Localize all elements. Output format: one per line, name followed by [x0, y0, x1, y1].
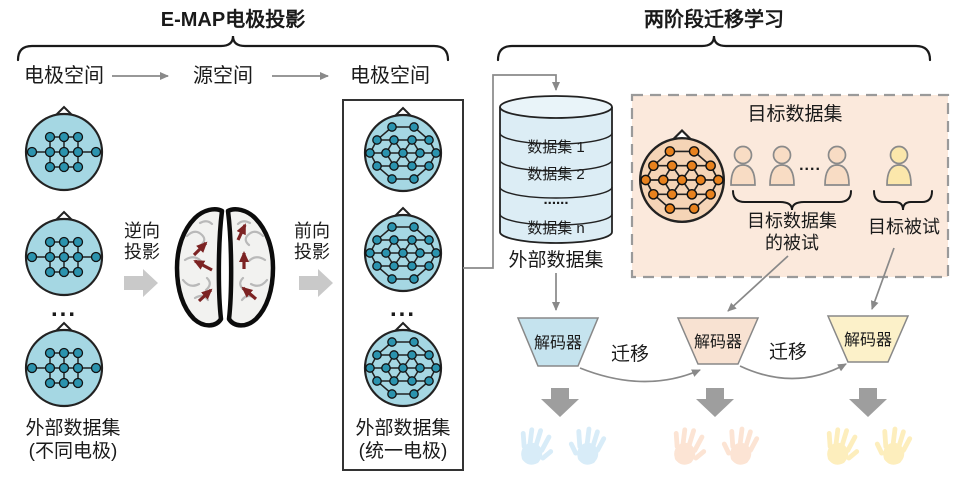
- box-to-database-connector: [463, 74, 560, 269]
- forward-projection-label-line2: 投影: [294, 242, 330, 262]
- transfer-label-2: 迁移: [769, 341, 807, 363]
- subjects-ellipsis: ....: [799, 157, 821, 174]
- forward-projection-label-line1: 前向: [294, 221, 330, 241]
- transfer-brace: [496, 35, 932, 62]
- decoder-target-label: 解码器: [844, 331, 892, 349]
- unified-dataset-label-line1: 外部数据集: [355, 417, 450, 439]
- external-database-label: 外部数据集: [508, 249, 603, 271]
- brain-left-hemisphere: [174, 207, 225, 328]
- decoder-source: [516, 317, 600, 367]
- output-arrow-icon: [541, 388, 579, 417]
- transfer-arrow-1: [579, 367, 701, 383]
- database-row-ellipsis: ......: [543, 191, 568, 208]
- electrode-space-left-label: 电极空间: [24, 64, 104, 87]
- inverse-projection-label-line1: 逆向: [124, 221, 160, 241]
- decoder-mid-label: 解码器: [694, 333, 742, 351]
- output-arrow-icon: [849, 388, 887, 417]
- brain-icon: [174, 207, 276, 328]
- decoder-mid: [676, 317, 760, 365]
- subjects-label-line1: 目标数据集: [747, 211, 837, 231]
- electrode-space-right-label: 电极空间: [350, 64, 430, 87]
- target-subject-to-decoder-arrow: [870, 247, 895, 310]
- target-subject-label: 目标被试: [868, 217, 940, 237]
- subjects-label-line2: 的被试: [765, 233, 819, 253]
- box-column-ellipsis: ...: [390, 295, 416, 322]
- source-space-label: 源空间: [193, 64, 253, 87]
- external-dataset-label-line1: 外部数据集: [25, 417, 120, 439]
- hands-target-icon: [820, 422, 915, 469]
- eeg-head-icon: [24, 210, 104, 297]
- inverse-projection-arrow-icon: [124, 269, 158, 297]
- forward-projection-arrow-icon: [299, 269, 333, 297]
- inverse-projection-label-line2: 投影: [124, 242, 160, 262]
- database-band-lines: [499, 132, 613, 226]
- external-database-icon: 数据集 1 数据集 2 ...... 数据集 n: [499, 95, 613, 244]
- external-dataset-label-line2: (不同电极): [29, 440, 118, 462]
- unified-dataset-label-line2: (统一电极): [359, 440, 448, 462]
- subjects-to-decoder-arrow: [727, 255, 789, 312]
- output-arrow-icon: [696, 388, 734, 417]
- decoder-source-label: 解码器: [534, 334, 582, 352]
- transfer-label-1: 迁移: [611, 343, 649, 365]
- database-row-n: 数据集 n: [527, 220, 585, 237]
- transfer-arrow-2: [739, 363, 847, 380]
- eeg-head-icon: [24, 105, 104, 192]
- emap-title: E-MAP电极投影: [161, 7, 305, 31]
- transfer-title: 两阶段迁移学习: [644, 7, 784, 31]
- eeg-head-icon: [24, 321, 104, 408]
- left-column-ellipsis: ...: [51, 295, 77, 322]
- database-row-2: 数据集 2: [527, 166, 585, 183]
- target-subject-underbrace: [873, 190, 933, 211]
- hands-mid-icon: [667, 422, 762, 469]
- subjects-underbrace: [732, 190, 852, 211]
- decoder-target: [826, 315, 910, 363]
- emap-brace: [16, 35, 450, 62]
- hands-source-icon: [514, 422, 609, 469]
- target-dataset-box: [630, 93, 950, 279]
- brain-right-hemisphere: [225, 207, 276, 328]
- database-row-1: 数据集 1: [527, 139, 585, 156]
- brain-source-arrows: [192, 223, 258, 303]
- target-dataset-title: 目标数据集: [747, 103, 842, 125]
